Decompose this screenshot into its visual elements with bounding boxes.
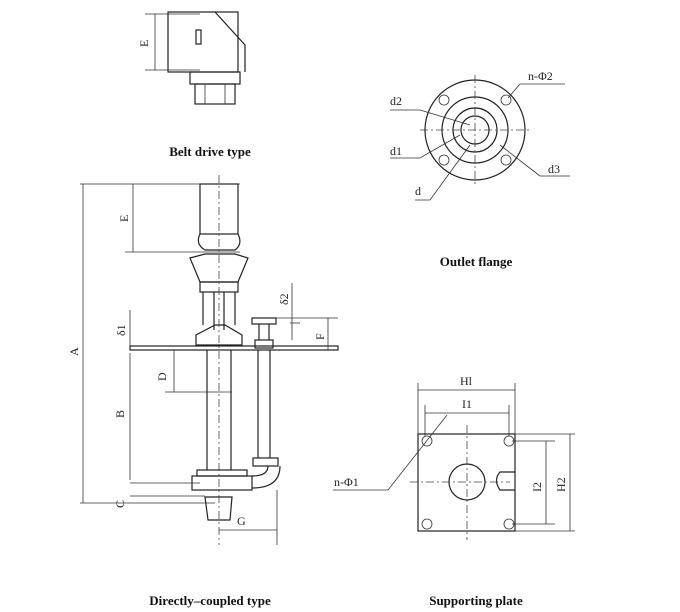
caption-outlet-flange: Outlet flange <box>439 254 513 269</box>
flange-label-d3: d3 <box>548 162 560 176</box>
flange-label-d1: d1 <box>390 144 402 158</box>
caption-directly-coupled: Directly–coupled type <box>149 593 271 608</box>
caption-supporting-plate: Supporting plate <box>429 593 523 608</box>
pump-label-b: B <box>113 410 127 418</box>
plate-label-h2: H2 <box>554 477 568 492</box>
flange-label-d2: d2 <box>390 94 402 108</box>
supporting-plate-drawing: Hl I1 I2 H2 n-Φ1 <box>333 374 575 540</box>
flange-label-n-phi2: n-Φ2 <box>528 69 553 83</box>
pump-label-g: G <box>237 514 246 528</box>
pump-label-f: F <box>313 333 327 340</box>
plate-label-hl: Hl <box>460 374 473 388</box>
plate-label-n-phi1: n-Φ1 <box>334 475 359 489</box>
pump-label-e: E <box>117 215 131 222</box>
belt-label-e: E <box>137 40 151 47</box>
pump-label-delta1: δ1 <box>114 324 128 336</box>
pump-label-delta2: δ2 <box>277 293 291 305</box>
directly-coupled-drawing: A E δ1 D B C <box>67 175 339 545</box>
pump-label-c: C <box>113 500 127 508</box>
plate-label-i2: I2 <box>530 482 544 492</box>
belt-drive-drawing: E <box>137 11 246 105</box>
plate-label-i1: I1 <box>462 397 472 411</box>
flange-label-d: d <box>415 184 421 198</box>
outlet-flange-drawing: n-Φ2 d2 d1 d3 d <box>390 69 570 201</box>
pump-label-d: D <box>155 372 169 381</box>
caption-belt-drive: Belt drive type <box>169 144 251 159</box>
pump-label-a: A <box>67 347 81 356</box>
